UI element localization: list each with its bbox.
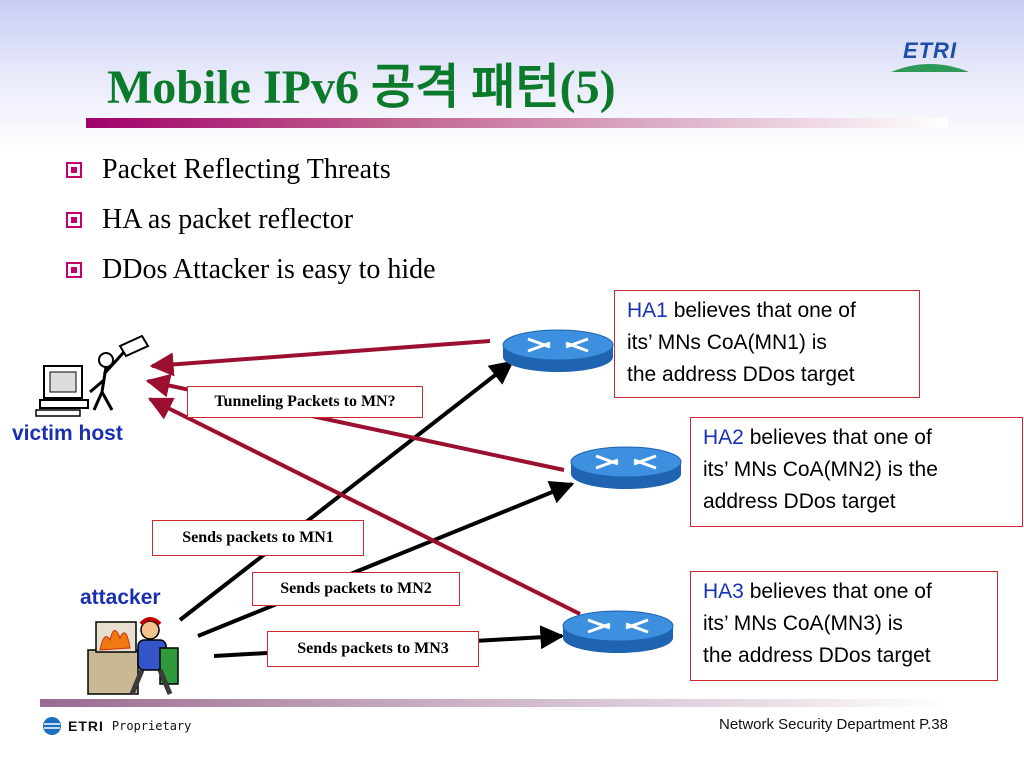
bullet-text: HA as packet reflector [102,204,354,235]
etri-logo: ETRI [885,38,975,78]
bullet-text: DDos Attacker is easy to hide [102,254,436,285]
square-bullet-icon [66,212,82,228]
info-line: believes that one of [743,426,932,449]
victim-host-label: victim host [12,422,123,445]
bullet-item: Packet Reflecting Threats [66,145,436,195]
footer-proprietary: Proprietary [111,719,192,733]
bullet-list: Packet Reflecting Threats HA as packet r… [66,145,436,295]
slide-title: Mobile IPv6 공격 패턴(5) [107,61,616,114]
bullet-item: DDos Attacker is easy to hide [66,245,436,295]
tunneling-label: Tunneling Packets to MN? [187,386,423,418]
square-bullet-icon [66,262,82,278]
router-icon-ha3 [562,610,674,653]
router-icon-ha2 [570,446,682,489]
info-line: the address DDos target [627,363,855,386]
info-box-ha2: HA2 believes that one of its’ MNs CoA(MN… [690,417,1023,527]
square-bullet-icon [66,162,82,178]
footer-rule [40,699,946,707]
ha-name: HA1 [627,299,668,322]
etri-logo-arc-icon [891,64,969,72]
attacker-label: attacker [80,586,161,609]
send-arrow-mn1 [178,360,514,622]
send-mn1-label: Sends packets to MN1 [152,520,364,556]
etri-logo-text: ETRI [902,38,958,63]
send-mn3-label: Sends packets to MN3 [267,631,479,667]
send-arrow-mn2 [197,481,575,638]
victim-computer-icon [35,334,150,417]
info-line: its’ MNs CoA(MN1) is [627,331,827,354]
footer-logo: ETRI Proprietary [42,716,191,736]
info-line: the address DDos target [703,644,931,667]
info-box-ha3: HA3 believes that one of its’ MNs CoA(MN… [690,571,998,681]
reflect-arrow-ha3 [147,397,581,616]
bullet-text: Packet Reflecting Threats [102,154,391,185]
info-line: its’ MNs CoA(MN3) is [703,612,903,635]
attacker-icon [87,617,179,695]
title-underline [86,118,948,128]
info-line: believes that one of [667,299,856,322]
bullet-item: HA as packet reflector [66,195,436,245]
ha-name: HA2 [703,426,744,449]
ha-name: HA3 [703,580,744,603]
info-line: address DDos target [703,490,896,513]
globe-icon [43,717,61,735]
footer-department-page: Network Security Department P.38 [719,716,948,733]
reflect-arrow-ha1 [149,339,491,377]
info-line: its’ MNs CoA(MN2) is the [703,458,938,481]
info-line: believes that one of [743,580,932,603]
router-icon-ha1 [502,329,614,372]
footer-company: ETRI [68,718,104,734]
info-box-ha1: HA1 believes that one of its’ MNs CoA(MN… [614,290,920,398]
send-mn2-label: Sends packets to MN2 [252,572,460,606]
